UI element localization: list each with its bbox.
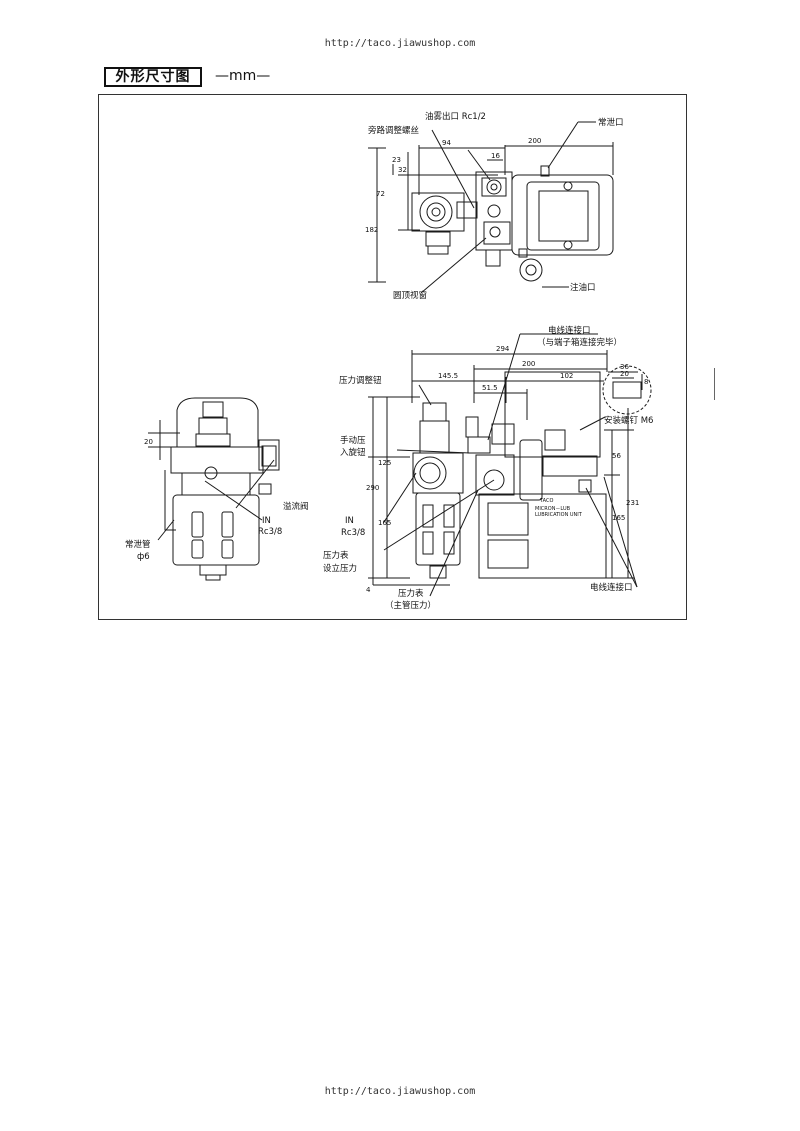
dim-165-left: 165 xyxy=(378,519,391,527)
dim-56: 56 xyxy=(612,452,621,460)
brand-label: TACO xyxy=(539,498,553,504)
label-oil-outlet: 油雾出口 Rc1/2 xyxy=(425,111,486,122)
dim-36: 36 xyxy=(620,363,629,371)
dim-102: 102 xyxy=(560,372,573,380)
dim-182: 182 xyxy=(365,226,378,234)
dim-16: 16 xyxy=(491,152,500,160)
label-manual-press-2: 入旋钮 xyxy=(340,447,366,458)
label-gauge-main-1: 压力表 xyxy=(398,588,424,599)
label-fill-port: 注油口 xyxy=(570,282,596,293)
label-gauge-set-1: 压力表 xyxy=(323,550,349,561)
side-view-drawing xyxy=(148,397,280,581)
label-wire-connector-bottom: 电线连接口 xyxy=(590,582,633,593)
dim-4: 4 xyxy=(366,586,371,594)
dim-231: 231 xyxy=(626,499,639,507)
dim-94: 94 xyxy=(442,139,451,147)
front-view-drawing xyxy=(368,333,652,597)
label-gauge-set-2: 设立压力 xyxy=(323,563,357,574)
label-bypass-screw: 旁路调整螺丝 xyxy=(368,125,420,136)
label-in-thread-side: Rc3/8 xyxy=(258,527,282,537)
model-sub-label: LUBRICATION UNIT xyxy=(535,512,583,518)
label-overflow-valve: 溢流阀 xyxy=(283,501,309,512)
dim-32: 32 xyxy=(398,166,407,174)
dim-23: 23 xyxy=(392,156,401,164)
label-drain-pipe-dia: ф6 xyxy=(137,552,150,562)
dim-200-front: 200 xyxy=(522,360,535,368)
top-view-drawing xyxy=(368,121,614,294)
label-mount-screw: 安装螺钉 M6 xyxy=(604,415,653,426)
header-url[interactable]: http://taco.jiawushop.com xyxy=(324,38,476,49)
label-gauge-main-2: （主管压力） xyxy=(385,600,436,611)
model-label: MICRON－LUB xyxy=(535,506,571,512)
label-pressure-knob: 压力调整钮 xyxy=(339,375,382,386)
dim-165-right: 165 xyxy=(612,514,625,522)
dim-20-side: 20 xyxy=(144,438,153,446)
dim-294: 294 xyxy=(496,345,510,353)
unit-label: —mm— xyxy=(215,68,271,84)
footer-url[interactable]: http://taco.jiawushop.com xyxy=(324,1086,476,1097)
dim-20-detail: 20 xyxy=(620,370,629,378)
section-title: 外形尺寸图 xyxy=(104,67,202,87)
dim-72: 72 xyxy=(376,190,385,198)
dim-125: 125 xyxy=(378,459,391,467)
dim-200-top: 200 xyxy=(528,137,541,145)
dim-51-5: 51.5 xyxy=(482,384,498,392)
label-drain-pipe: 常泄管 xyxy=(125,539,151,550)
label-wire-connector-note: （与端子箱连接完毕） xyxy=(537,337,622,348)
label-wire-connector-top: 电线连接口 xyxy=(548,325,591,336)
label-in-thread-front: Rc3/8 xyxy=(341,528,365,538)
margin-mark xyxy=(714,368,715,400)
label-sight-window: 圆顶视窗 xyxy=(393,290,427,301)
label-in-side: IN xyxy=(262,516,271,526)
dim-8: 8 xyxy=(644,378,648,386)
label-manual-press-1: 手动压 xyxy=(340,435,366,446)
dim-290: 290 xyxy=(366,484,379,492)
dim-145-5: 145.5 xyxy=(438,372,458,380)
label-drain: 常泄口 xyxy=(598,117,624,128)
label-in-front: IN xyxy=(345,516,354,526)
drawing-frame xyxy=(98,94,687,620)
